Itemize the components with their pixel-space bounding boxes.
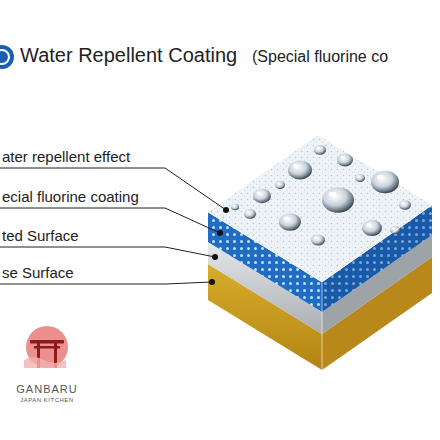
- block-edge: [322, 282, 323, 370]
- water-droplet: [253, 189, 271, 203]
- droplet-highlight: [314, 237, 317, 239]
- water-repellent-surface: [208, 135, 432, 282]
- droplet-highlight: [293, 164, 298, 168]
- water-droplet: [399, 200, 411, 210]
- droplet-highlight: [357, 176, 359, 178]
- title-icon: [0, 45, 14, 69]
- leader-dot: [217, 230, 223, 236]
- droplet-highlight: [284, 217, 289, 220]
- logo-wave: [24, 357, 66, 368]
- water-droplet: [311, 234, 325, 245]
- leader-dot: [223, 207, 229, 213]
- water-droplet: [371, 171, 399, 193]
- water-droplet: [244, 209, 256, 219]
- layer-label: ecial fluorine coating: [2, 188, 139, 205]
- leader-line: [0, 168, 226, 210]
- water-droplet: [288, 160, 312, 179]
- title-icon-ring: [0, 50, 9, 64]
- droplet-highlight: [247, 211, 250, 213]
- droplet-highlight: [329, 192, 336, 197]
- droplet-highlight: [340, 156, 344, 158]
- droplet-highlight: [277, 183, 279, 185]
- droplet-highlight: [402, 202, 405, 204]
- droplet-highlight: [366, 223, 370, 226]
- diagram-title: Water Repellent Coating: [20, 44, 237, 67]
- droplet-highlight: [392, 228, 394, 230]
- water-droplet: [231, 204, 239, 210]
- layer-label: ted Surface: [2, 227, 79, 244]
- leader-line: [0, 282, 212, 284]
- water-droplet: [322, 187, 354, 213]
- leader-dot: [212, 254, 218, 260]
- logo-tagline: JAPAN KITCHEN: [20, 397, 73, 404]
- water-droplet: [314, 145, 326, 155]
- water-droplet: [355, 174, 365, 182]
- logo-name: GANBARU: [16, 383, 77, 396]
- leader-lines: [0, 168, 226, 284]
- droplet-highlight: [377, 175, 383, 179]
- water-droplet: [275, 181, 285, 189]
- droplet-highlight: [233, 205, 235, 206]
- leader-line: [0, 247, 215, 257]
- block-edge: [208, 205, 432, 282]
- water-droplet: [362, 220, 382, 236]
- leader-dot: [209, 279, 215, 285]
- title-subtitle: (Special fluorine co: [252, 48, 388, 66]
- droplet-highlight: [317, 147, 320, 149]
- layer-label: ater repellent effect: [2, 148, 130, 165]
- water-droplet: [279, 213, 301, 231]
- leader-dots: [209, 207, 229, 285]
- droplet-highlight: [257, 192, 261, 195]
- layer-label: se Surface: [2, 264, 74, 281]
- water-droplet: [337, 154, 353, 167]
- water-droplets: [231, 145, 411, 245]
